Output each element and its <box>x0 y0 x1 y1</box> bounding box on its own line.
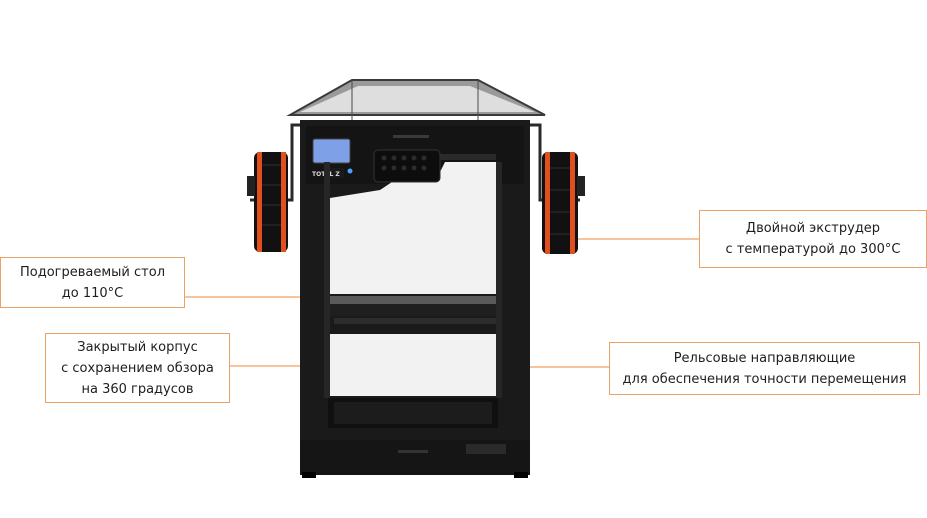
left-filament-spool <box>247 152 288 252</box>
brand-badge <box>324 168 344 178</box>
dual-extruder-head <box>373 149 496 183</box>
right-rail-guide <box>496 162 502 398</box>
glass-roof <box>286 79 546 122</box>
callout-heated-bed: Подогреваемый стол до 110°С <box>0 257 185 308</box>
callout-rail-guides-text: Рельсовые направляющие для обеспечения т… <box>622 350 907 387</box>
callout-dual-extruder: Двойной экструдер с температурой до 300°… <box>699 210 927 268</box>
callout-dual-extruder-text: Двойной экструдер с температурой до 300°… <box>725 221 901 257</box>
bottom-slot <box>398 450 428 453</box>
control-screen <box>312 138 351 164</box>
callout-rail-guides: Рельсовые направляющие для обеспечения т… <box>609 342 920 395</box>
top-slot <box>393 135 429 138</box>
right-filament-spool <box>542 152 585 254</box>
heated-bed <box>330 296 498 332</box>
callout-heated-bed-text: Подогреваемый стол до 110°С <box>19 264 165 301</box>
callout-enclosed-case-text: Закрытый корпус с сохранением обзора на … <box>61 339 214 397</box>
control-knob-icon <box>347 168 353 174</box>
left-rail-guide <box>324 162 330 398</box>
callout-enclosed-case: Закрытый корпус с сохранением обзора на … <box>45 333 230 403</box>
front-label <box>466 444 506 454</box>
